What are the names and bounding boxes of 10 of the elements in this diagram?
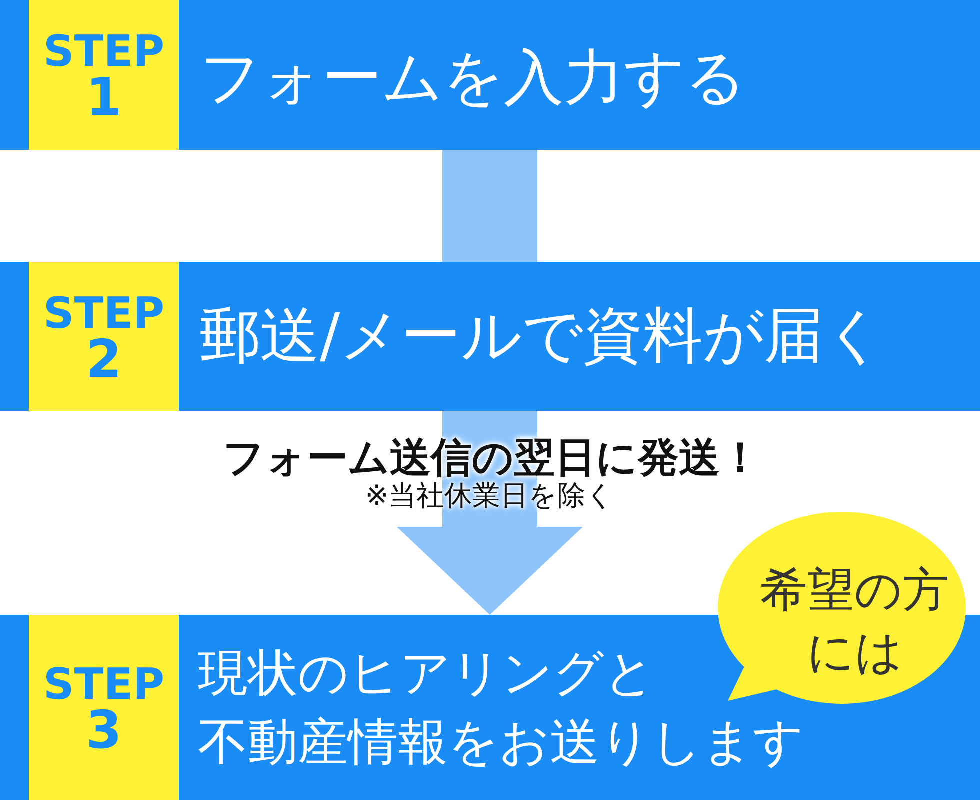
note-text: ※当社休業日を除く [365,479,615,513]
step-band [0,262,980,411]
step-title: 郵送/メールで資料が届く [200,301,886,371]
step-tag: STEP 1 [29,0,179,150]
step-title: フォームを入力する [200,43,746,113]
step-tag: STEP 3 [29,615,179,800]
step-tag: STEP 2 [29,262,179,411]
arrow [397,411,583,615]
step-band [0,0,980,150]
edge-label: フォーム送信の翌日に発送！ [223,433,761,482]
